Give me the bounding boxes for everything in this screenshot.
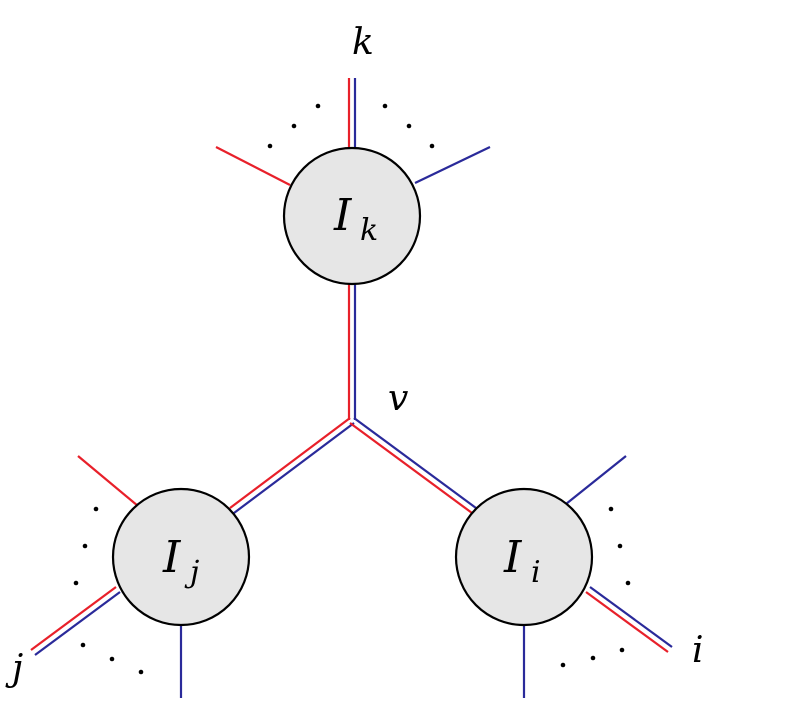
leg-ik-blue — [414, 146, 491, 184]
node-ii-sub: i — [531, 555, 541, 590]
leg-ij-red — [77, 455, 139, 507]
edge-v-ij — [229, 417, 355, 514]
node-ik: I k — [282, 146, 422, 286]
dots-ii-bottom — [560, 647, 625, 668]
edge-i-external — [585, 586, 673, 653]
label-v: v — [388, 378, 408, 419]
dots-ij-bottom — [80, 642, 144, 675]
leg-ik-red — [215, 146, 291, 186]
edge-j-external — [30, 586, 121, 656]
node-ik-sub: k — [360, 213, 378, 248]
node-ii: I i — [454, 487, 594, 627]
node-ik-main: I — [333, 190, 353, 241]
leg-ii-blue-top — [565, 455, 627, 505]
dots-ik-left — [267, 103, 321, 149]
label-j: j — [5, 648, 23, 689]
edge-v-ii — [349, 417, 477, 514]
label-i: i — [692, 630, 704, 671]
dots-ik-right — [382, 103, 435, 149]
node-ij: I j — [111, 487, 251, 627]
node-ij-main: I — [162, 532, 182, 583]
dots-ij-left — [73, 506, 99, 586]
dots-ii-right — [608, 506, 631, 586]
edge-ik-v — [347, 282, 357, 420]
node-ii-main: I — [503, 532, 523, 583]
edge-k-external — [347, 78, 357, 148]
label-k: k — [352, 22, 374, 63]
